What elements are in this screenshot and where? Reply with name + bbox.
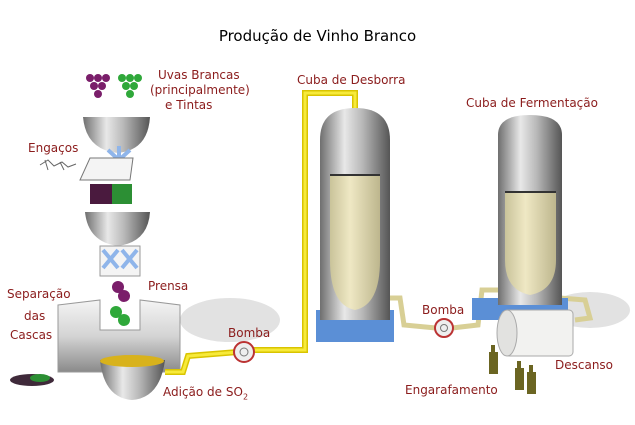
- must-pipe-highlight: [165, 91, 357, 374]
- stems-label: Engaços: [28, 141, 79, 155]
- settling-tank-label: Cuba de Desborra: [297, 73, 406, 87]
- crusher-rollers-icon: [101, 248, 139, 270]
- must-icon: [110, 281, 130, 326]
- wine-pipe-2: [559, 295, 594, 323]
- stems-icon: [39, 159, 77, 171]
- pump-2-icon: [434, 318, 454, 338]
- settling-tank-wine: [330, 175, 380, 310]
- red-grapes-icon: [86, 74, 110, 98]
- pump-1-icon: [233, 341, 255, 363]
- skin-separation-label-2: das: [24, 309, 46, 323]
- juice: [100, 355, 164, 367]
- rest-label: Descanso: [555, 358, 614, 372]
- destemmer-hopper: [83, 117, 150, 153]
- grapes-label-1: Uvas Brancas: [158, 68, 240, 82]
- press-cylinder: [57, 299, 181, 373]
- press-label: Prensa: [148, 279, 189, 293]
- fermentation-tank-label: Cuba de Fermentação: [466, 96, 598, 110]
- so2-label-text: Adição de SO: [163, 385, 243, 399]
- grapes-label-3: e Tintas: [165, 98, 213, 112]
- crusher-hopper: [85, 212, 150, 246]
- fermentation-tank-wine: [505, 192, 556, 295]
- pomace-icon: [10, 374, 54, 386]
- bottling-label: Engarafamento: [405, 383, 498, 397]
- crushed-grapes: [90, 184, 132, 204]
- pump-1-label: Bomba: [228, 326, 271, 340]
- collection-bowl: [100, 360, 165, 400]
- white-grapes-icon: [118, 74, 142, 98]
- so2-label: Adição de SO2: [163, 385, 248, 404]
- stem-plate: [79, 157, 134, 181]
- diagram-title: Produção de Vinho Branco: [218, 27, 417, 45]
- skin-separation-label-3: Cascas: [10, 328, 53, 342]
- so2-subscript: 2: [242, 392, 249, 402]
- skin-separation-label-1: Separação: [7, 287, 71, 301]
- grapes-label-2: (principalmente): [150, 83, 250, 97]
- shadow: [180, 298, 280, 342]
- pump-2-label: Bomba: [422, 303, 465, 317]
- bottles-icon: [489, 345, 536, 394]
- rest-barrel-end: [496, 309, 518, 357]
